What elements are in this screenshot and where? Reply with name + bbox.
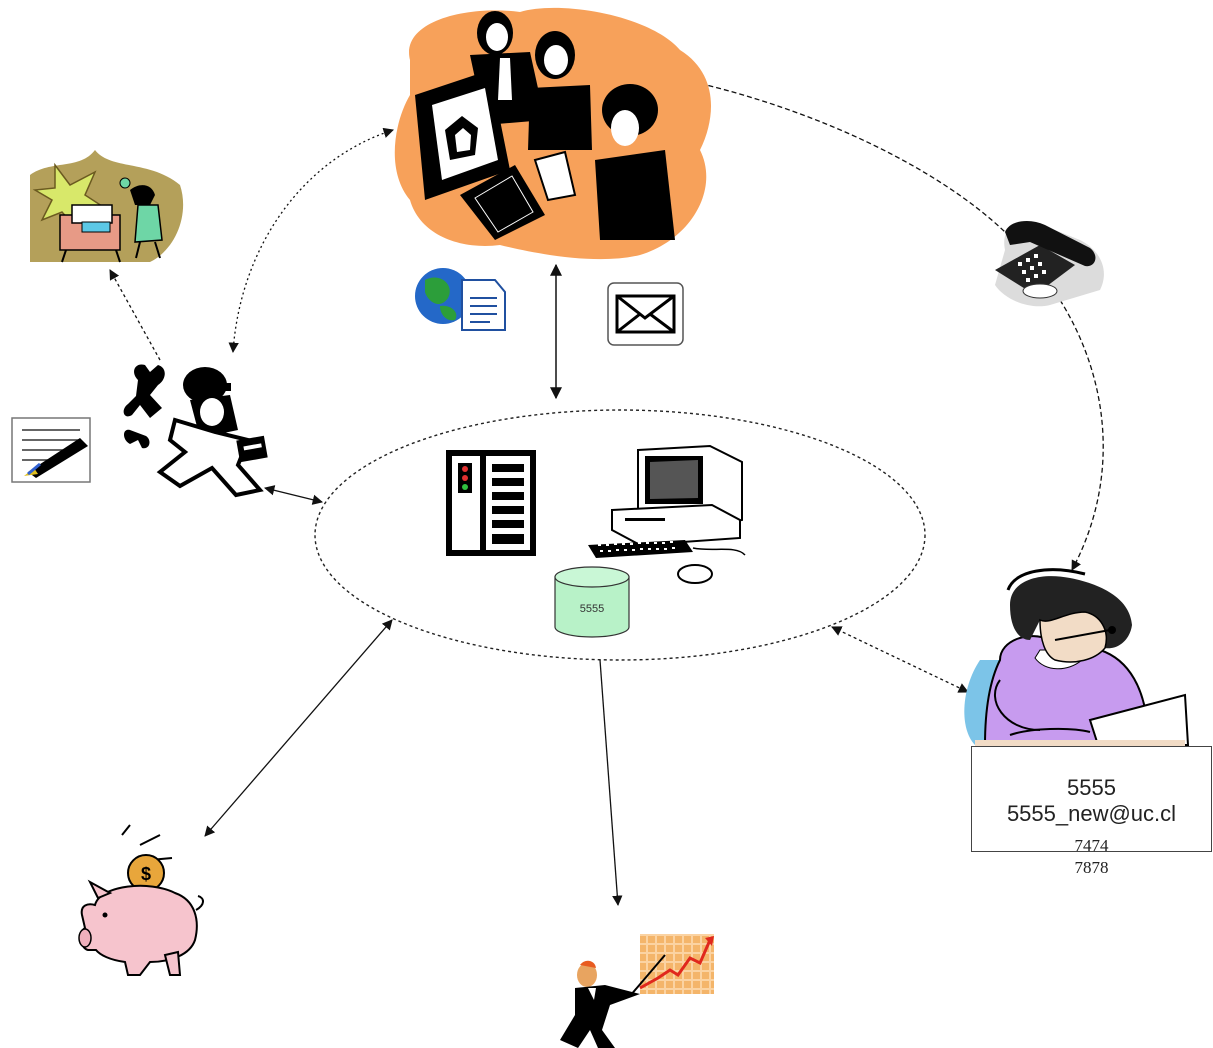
- agent-info-card: 5555 5555_new@uc.cl 7474 7878: [971, 746, 1212, 877]
- arrow-phone-agent: [1059, 299, 1104, 571]
- business-growth-icon: [560, 934, 714, 1048]
- arrow-office-phone: [683, 76, 1006, 233]
- connectors: [109, 76, 1104, 907]
- arrow-system-agent: [831, 626, 969, 693]
- arrow-system-growth: [599, 659, 623, 907]
- arrow-technician-printing: [109, 269, 161, 361]
- agent-id-text: 5555: [1067, 775, 1116, 800]
- signed-document-icon: [11, 417, 91, 483]
- printing-worker-icon: [30, 150, 184, 263]
- technician-icon: [123, 364, 268, 498]
- arrow-system-piggy: [204, 619, 393, 837]
- svg-text:$: $: [141, 864, 151, 884]
- arrow-technician-system: [263, 485, 324, 505]
- central-system-ellipse: [314, 409, 926, 661]
- server-rack-icon: [446, 450, 536, 556]
- agent-email-text: 5555_new@uc.cl: [1006, 801, 1177, 826]
- agent-number-2: 7878: [1074, 858, 1109, 877]
- envelope-icon: [607, 282, 684, 346]
- office-team-icon: [394, 7, 712, 260]
- database-icon: 5555: [554, 566, 630, 638]
- arrow-office-technician: [228, 127, 394, 354]
- call-center-agent-icon: [964, 568, 1190, 746]
- globe-document-icon: [415, 268, 506, 331]
- telephone-icon: [995, 220, 1104, 307]
- piggy-bank-icon: $: [78, 824, 204, 976]
- agent-number-1: 7474: [1074, 836, 1109, 855]
- database-label: 5555: [580, 603, 604, 615]
- desktop-computer-icon: [588, 444, 746, 584]
